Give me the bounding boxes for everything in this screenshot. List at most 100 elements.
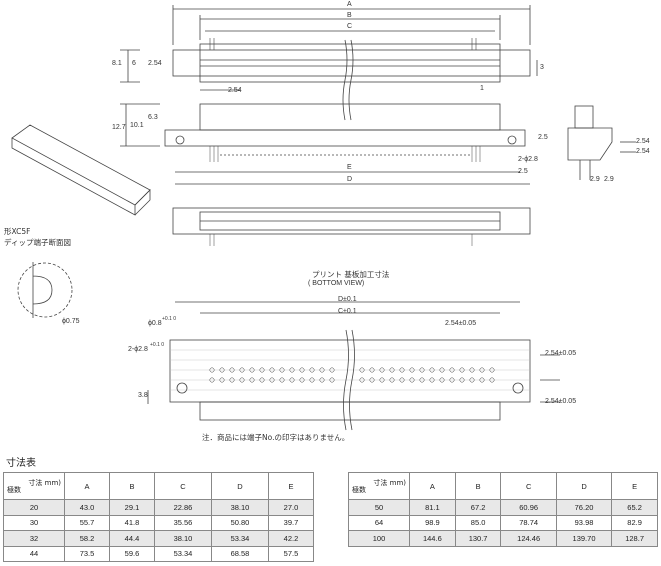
value-cell: 124.46 — [500, 530, 557, 547]
dimension-table-right: 寸法 mm) 極数 A B C D E 50 81.1 67.2 60.96 7… — [348, 472, 658, 547]
header-col-a: A — [409, 472, 456, 500]
dim-a-label: A — [347, 1, 352, 8]
dim-b-label: B — [347, 12, 352, 19]
value-cell: 35.56 — [153, 514, 212, 531]
pcb-3-8-label: 3.8 — [138, 392, 148, 399]
value-cell: 42.2 — [267, 530, 315, 547]
dim-10-1-label: 10.1 — [130, 122, 144, 129]
table-row: 44 73.5 59.6 53.34 68.58 57.5 — [3, 545, 315, 562]
dim-d-label: D — [347, 176, 353, 183]
value-cell: 44.4 — [108, 530, 155, 547]
pcb-row2-label: 2.54±0.05 — [545, 398, 577, 405]
value-cell: 98.9 — [409, 514, 456, 531]
value-cell: 41.8 — [108, 514, 155, 531]
value-cell: 93.98 — [555, 514, 613, 531]
value-cell: 58.2 — [64, 530, 110, 547]
table-title: 寸法表 — [6, 458, 36, 469]
header-corner: 寸法 mm) 極数 — [3, 472, 65, 500]
value-cell: 67.2 — [454, 499, 502, 516]
header-col-e: E — [267, 472, 315, 500]
table-row: 50 81.1 67.2 60.96 76.20 65.2 — [348, 499, 658, 516]
dim-2-9b-label: 2.9 — [604, 176, 614, 183]
value-cell: 78.74 — [500, 514, 557, 531]
value-cell: 85.0 — [454, 514, 502, 531]
value-cell: 53.34 — [210, 530, 269, 547]
value-cell: 144.6 — [409, 530, 456, 547]
header-col-d: D — [555, 472, 613, 500]
table-row: 30 55.7 41.8 35.56 50.80 39.7 — [3, 514, 315, 531]
dim-2-phi-2-8-label: 2-ϕ2.8 — [518, 156, 538, 163]
value-cell: 38.10 — [210, 499, 269, 516]
dim-2-54-r1-label: 2.54 — [636, 138, 650, 145]
poles-cell: 32 — [3, 530, 65, 547]
dim-2-54-side-label: 2.54 — [148, 60, 162, 67]
table-row: 20 43.0 29.1 22.86 38.10 27.0 — [3, 499, 315, 516]
dim-2-9a-label: 2.9 — [590, 176, 600, 183]
dip-title-1: 形XC5F — [4, 227, 31, 236]
value-cell: 57.5 — [267, 545, 315, 562]
value-cell: 59.6 — [108, 545, 155, 562]
poles-cell: 100 — [348, 530, 410, 547]
header-unit: 寸法 mm) — [373, 479, 406, 487]
value-cell: 60.96 — [500, 499, 557, 516]
header-col-d: D — [210, 472, 269, 500]
table-row: 64 98.9 85.0 78.74 93.98 82.9 — [348, 514, 658, 531]
pcb-hole-tol: +0.1 0 — [162, 316, 177, 322]
dim-2-54-bottom-label: 2.54 — [228, 87, 242, 94]
dim-12-7-label: 12.7 — [112, 124, 126, 131]
value-cell: 130.7 — [454, 530, 502, 547]
pcb-pitch-label: 2.54±0.05 — [445, 320, 477, 327]
pcb-title: プリント 基板加工寸法 — [312, 270, 390, 279]
dip-phi-label: ϕ0.75 — [62, 318, 80, 325]
dim-6-3-label: 6.3 — [148, 114, 158, 121]
note-text: 注．商品には端子No.の印字はありません。 — [202, 433, 350, 442]
header-col-b: B — [454, 472, 502, 500]
dim-1-label: 1 — [480, 85, 484, 92]
header-poles: 極数 — [7, 486, 21, 494]
technical-drawing — [11, 5, 636, 431]
header-col-b: B — [108, 472, 155, 500]
header-poles: 極数 — [352, 486, 366, 494]
dim-6-label: 6 — [132, 60, 136, 67]
value-cell: 22.86 — [153, 499, 212, 516]
pcb-row1-label: 2.54±0.05 — [545, 350, 577, 357]
dip-title-2: ディップ端子断面図 — [4, 238, 71, 247]
header-col-a: A — [64, 472, 110, 500]
poles-cell: 30 — [3, 514, 65, 531]
dim-c-label: C — [347, 23, 353, 30]
table-row: 32 58.2 44.4 38.10 53.34 42.2 — [3, 530, 315, 547]
value-cell: 73.5 — [64, 545, 110, 562]
pcb-mount-tol: +0.1 0 — [150, 342, 165, 348]
poles-cell: 64 — [348, 514, 410, 531]
header-corner: 寸法 mm) 極数 — [348, 472, 410, 500]
value-cell: 39.7 — [267, 514, 315, 531]
poles-cell: 20 — [3, 499, 65, 516]
value-cell: 55.7 — [64, 514, 110, 531]
poles-cell: 44 — [3, 545, 65, 562]
pcb-c-label: C±0.1 — [338, 308, 357, 315]
dim-3-label: 3 — [540, 64, 544, 71]
dim-8-1-label: 8.1 — [112, 60, 122, 67]
header-col-c: C — [500, 472, 557, 500]
pcb-mount-label: 2-ϕ2.8 — [128, 346, 148, 353]
table-row: 100 144.6 130.7 124.46 139.70 128.7 — [348, 530, 658, 547]
value-cell: 43.0 — [64, 499, 110, 516]
header-unit: 寸法 mm) — [28, 479, 61, 487]
pcb-d-label: D±0.1 — [338, 296, 357, 303]
value-cell: 81.1 — [409, 499, 456, 516]
dim-2-5b-label: 2.5 — [518, 168, 528, 175]
value-cell: 53.34 — [153, 545, 212, 562]
dim-2-5-label: 2.5 — [538, 134, 548, 141]
value-cell: 82.9 — [611, 514, 658, 531]
dimension-table-left: 寸法 mm) 極数 A B C D E 20 43.0 29.1 22.86 3… — [3, 472, 315, 562]
value-cell: 128.7 — [611, 530, 658, 547]
value-cell: 50.80 — [210, 514, 269, 531]
poles-cell: 50 — [348, 499, 410, 516]
value-cell: 76.20 — [555, 499, 613, 516]
dim-2-54-r2-label: 2.54 — [636, 148, 650, 155]
value-cell: 139.70 — [555, 530, 613, 547]
value-cell: 27.0 — [267, 499, 315, 516]
value-cell: 29.1 — [108, 499, 155, 516]
header-col-c: C — [153, 472, 212, 500]
header-col-e: E — [611, 472, 658, 500]
